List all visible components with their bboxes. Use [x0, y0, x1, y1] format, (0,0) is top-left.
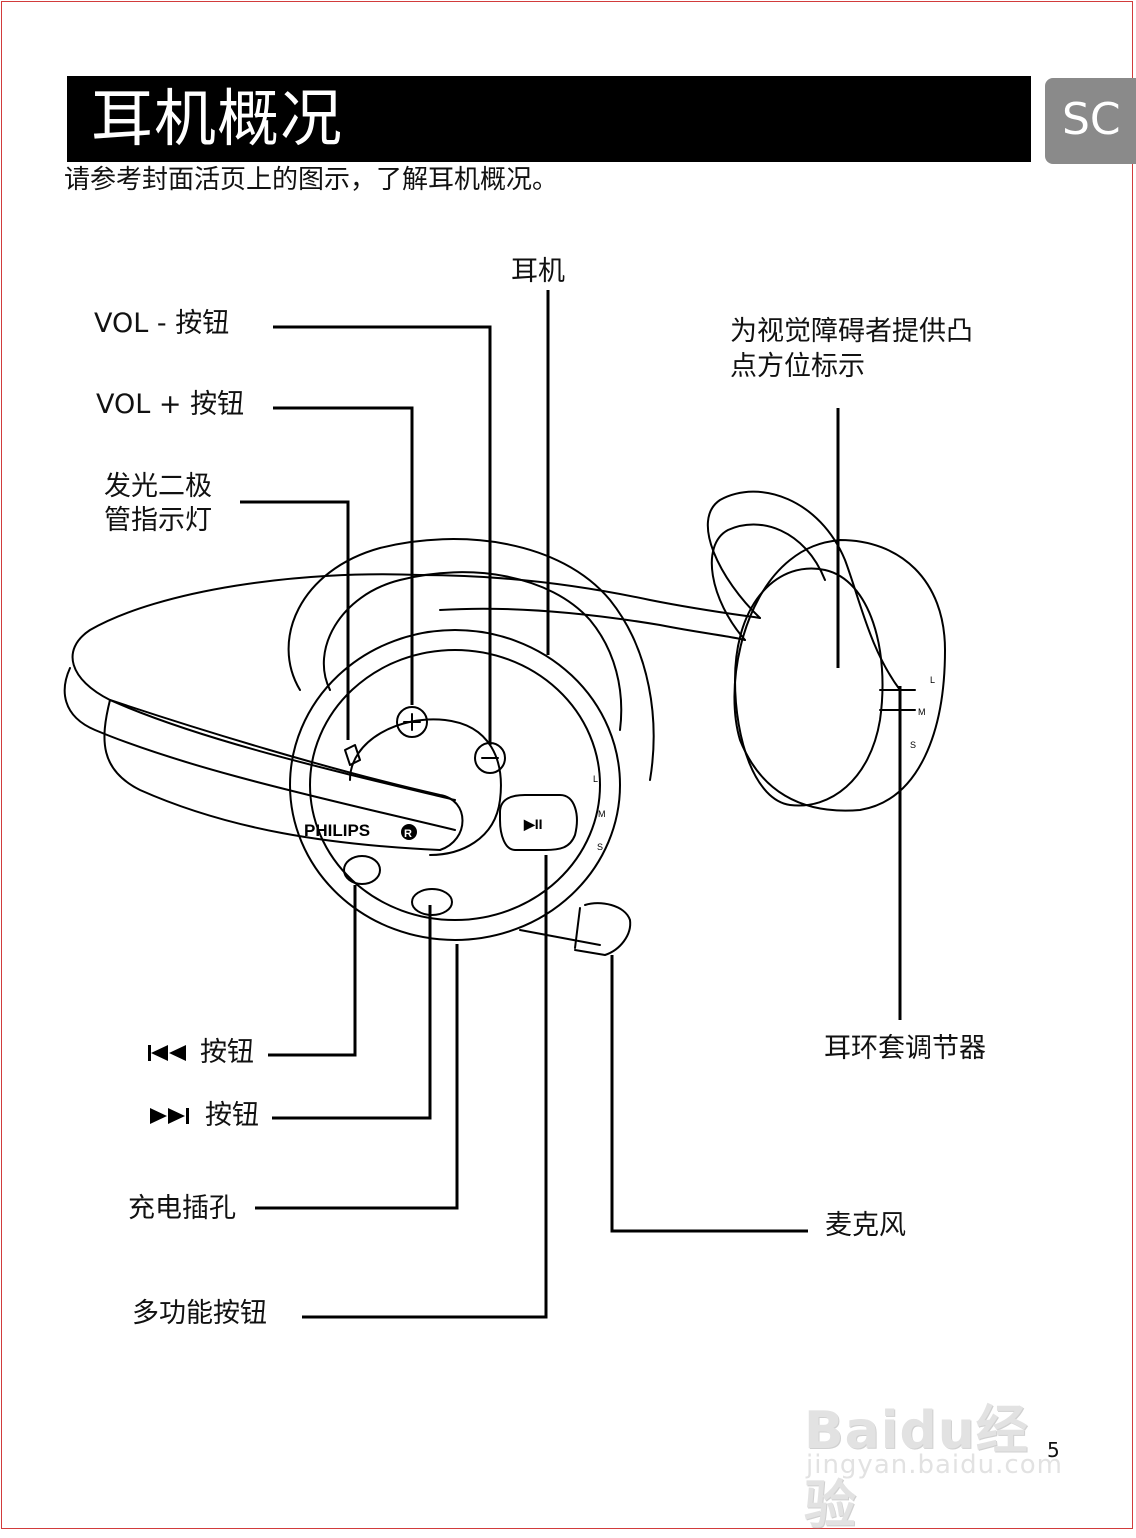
device-brand: PHILIPS: [304, 821, 370, 840]
skip-next-icon: [150, 1108, 189, 1124]
watermark-url: jingyan.baidu.com: [806, 1450, 1063, 1480]
right-earpiece: [733, 539, 946, 812]
leader-led: [240, 500, 350, 740]
left-ear-hook: [287, 538, 655, 781]
watermark-brand: Baidu经验: [804, 1401, 1029, 1536]
registered-letter: R: [404, 828, 412, 840]
right-size-mark-s: S: [910, 740, 916, 750]
leader-vol-plus: [273, 406, 414, 705]
language-tab: SC: [1045, 78, 1136, 164]
label-vol-plus: VOL + 按钮: [96, 389, 245, 420]
leader-vol-minus: [273, 325, 492, 745]
leader-microphone: [610, 955, 808, 1233]
prev-button-shape: [343, 855, 381, 885]
label-multifunction-button: 多功能按钮: [132, 1298, 267, 1329]
page-number: 5: [1047, 1438, 1060, 1462]
label-microphone: 麦克风: [825, 1210, 906, 1241]
size-mark-l: L: [593, 774, 598, 784]
label-led-line2: 管指示灯: [104, 505, 212, 536]
leader-charging: [255, 944, 459, 1210]
next-button-shape: [411, 888, 453, 916]
vol-plus-button-shape: [396, 706, 428, 738]
label-earphone: 耳机: [511, 256, 565, 287]
play-pause-symbol: ▶II: [523, 816, 543, 832]
skip-previous-icon: [148, 1045, 186, 1061]
registered-mark: [401, 824, 417, 840]
microphone-boom: [519, 902, 632, 956]
leader-prev: [268, 885, 357, 1057]
label-next-button: 按钮: [205, 1100, 259, 1131]
neckband-left: [71, 573, 456, 801]
right-ear-pad: [734, 567, 884, 807]
leader-lines: [240, 290, 902, 1319]
size-mark-s: S: [597, 842, 603, 852]
label-charging-socket: 充电插孔: [128, 1193, 236, 1224]
right-size-mark-m: M: [918, 707, 926, 717]
label-led-line1: 发光二极: [104, 471, 212, 502]
play-pause-button-shape: [499, 794, 578, 851]
language-tab-label: SC: [1062, 94, 1121, 145]
strap-front: [109, 699, 464, 851]
leader-multifunction: [302, 855, 548, 1319]
baidu-watermark: Baidu经验 jingyan.baidu.com: [800, 1380, 1080, 1536]
label-earhook-adjuster: 耳环套调节器: [824, 1033, 986, 1064]
left-earpiece: [289, 629, 621, 941]
led-shape: [344, 744, 361, 766]
label-vol-minus: VOL - 按钮: [94, 308, 230, 339]
page-title: 耳机概况: [91, 82, 344, 155]
title-bar: 耳机概况: [67, 76, 1031, 162]
intro-text: 请参考封面活页上的图示，了解耳机概况。: [64, 165, 559, 195]
label-braille-line2: 点方位标示: [730, 351, 865, 382]
leader-next: [272, 905, 432, 1120]
right-ear-hook: [706, 490, 901, 691]
size-mark-m: M: [598, 809, 606, 819]
right-size-mark-l: L: [930, 675, 935, 685]
label-braille-line1: 为视觉障碍者提供凸: [730, 316, 973, 347]
neckband-top: [419, 574, 761, 619]
label-prev-button: 按钮: [200, 1037, 254, 1068]
